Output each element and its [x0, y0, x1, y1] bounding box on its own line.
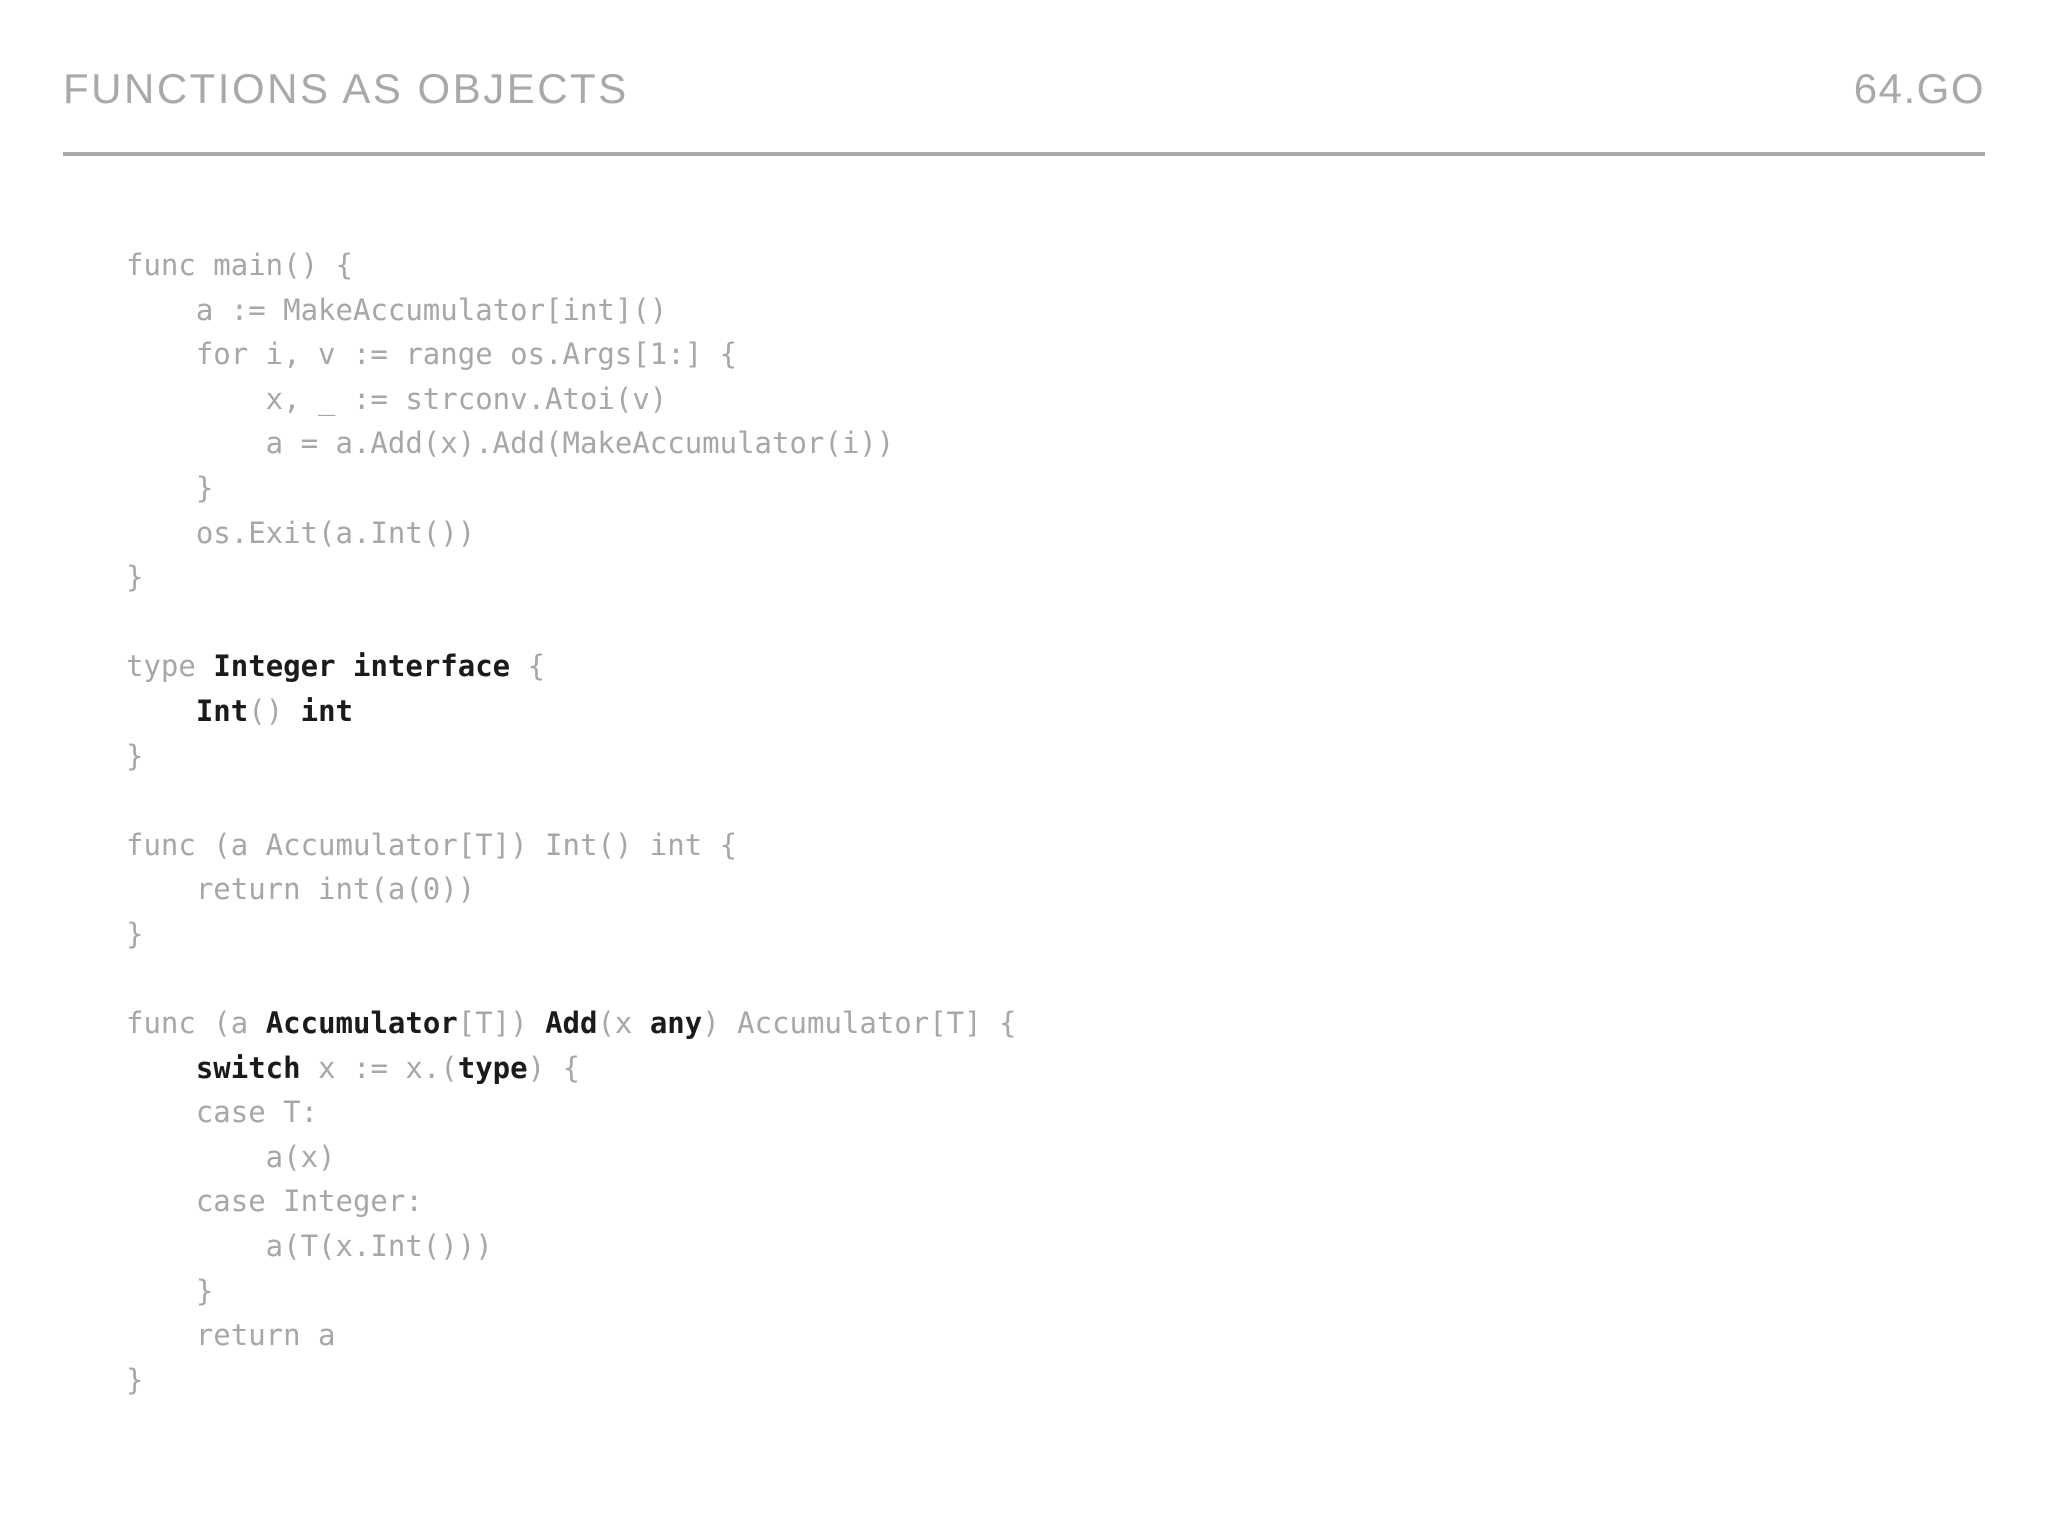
code-line: func (a Accumulator[T]) Add(x any) Accum…: [126, 1001, 1017, 1046]
code-token: }: [126, 916, 144, 951]
code-line: a := MakeAccumulator[int](): [126, 288, 1017, 333]
code-token: }: [126, 560, 144, 595]
code-line: }: [126, 1269, 1017, 1314]
code-token: (x: [597, 1006, 650, 1041]
code-token: ) {: [527, 1050, 580, 1085]
code-line: case T:: [126, 1090, 1017, 1135]
code-token: [126, 1051, 196, 1085]
code-line: }: [126, 1358, 1017, 1403]
code-token: a(x): [126, 1139, 336, 1174]
code-token-highlight: Add: [545, 1006, 598, 1041]
code-line: os.Exit(a.Int()): [126, 511, 1017, 556]
code-line: type Integer interface {: [126, 644, 1017, 689]
header-divider: [63, 152, 1985, 156]
code-token: [T]): [457, 1006, 546, 1041]
code-line: Int() int: [126, 689, 1017, 734]
code-token: case T:: [126, 1095, 319, 1130]
code-token: func main() {: [126, 248, 353, 282]
code-line: func main() {: [126, 243, 1017, 288]
code-line: [126, 600, 1017, 645]
code-line: }: [126, 734, 1017, 779]
code-line: }: [126, 912, 1017, 957]
code-token: os.Exit(a.Int()): [126, 515, 476, 550]
code-token: return a: [126, 1318, 336, 1353]
code-token: a = a.Add(x).Add(MakeAccumulator(i)): [126, 426, 895, 461]
code-line: a(x): [126, 1135, 1017, 1180]
code-line: x, _ := strconv.Atoi(v): [126, 377, 1017, 422]
code-line: case Integer:: [126, 1179, 1017, 1224]
code-token-highlight: int: [283, 693, 353, 728]
code-line: return int(a(0)): [126, 867, 1017, 912]
code-line: [126, 778, 1017, 823]
code-line: }: [126, 466, 1017, 511]
code-token: func (a Accumulator[T]) Int() int {: [126, 827, 738, 862]
code-token: x := x.(: [300, 1050, 458, 1085]
code-line: [126, 957, 1017, 1002]
code-listing: func main() { a := MakeAccumulator[int](…: [126, 243, 1017, 1402]
code-token-highlight: Integer interface: [213, 649, 511, 684]
code-token-highlight: Int: [195, 693, 249, 728]
code-line: }: [126, 555, 1017, 600]
slide-number-tag: 64.GO: [1853, 65, 1985, 112]
code-token: }: [126, 1362, 144, 1397]
code-token: ) Accumulator[T] {: [702, 1006, 1017, 1041]
code-line: for i, v := range os.Args[1:] {: [126, 332, 1017, 377]
code-line: func (a Accumulator[T]) Int() int {: [126, 823, 1017, 868]
code-token-highlight: switch: [195, 1050, 301, 1085]
code-line: a = a.Add(x).Add(MakeAccumulator(i)): [126, 421, 1017, 466]
code-token: (): [248, 693, 284, 728]
code-token: x, _ := strconv.Atoi(v): [126, 381, 668, 416]
code-line: a(T(x.Int())): [126, 1224, 1017, 1269]
code-token: func (a: [126, 1006, 266, 1041]
code-line: return a: [126, 1313, 1017, 1358]
code-token: }: [126, 738, 144, 773]
code-line: switch x := x.(type) {: [126, 1046, 1017, 1091]
page-title: FUNCTIONS AS OBJECTS: [63, 65, 629, 112]
code-token: type: [126, 649, 214, 684]
code-token: a(T(x.Int())): [126, 1229, 493, 1264]
code-token: for i, v := range os.Args[1:] {: [126, 337, 738, 372]
code-token-highlight: Accumulator: [265, 1006, 458, 1041]
code-token: return int(a(0)): [126, 872, 476, 907]
code-token-highlight: type: [457, 1050, 528, 1085]
code-token: a := MakeAccumulator[int](): [126, 292, 668, 327]
code-token: }: [126, 1273, 214, 1308]
slide-header: FUNCTIONS AS OBJECTS 64.GO: [63, 68, 1985, 130]
code-token: }: [126, 470, 214, 505]
code-token: {: [510, 649, 546, 684]
code-token-highlight: any: [649, 1006, 703, 1041]
code-token: case Integer:: [126, 1184, 423, 1219]
code-token: [126, 694, 196, 728]
